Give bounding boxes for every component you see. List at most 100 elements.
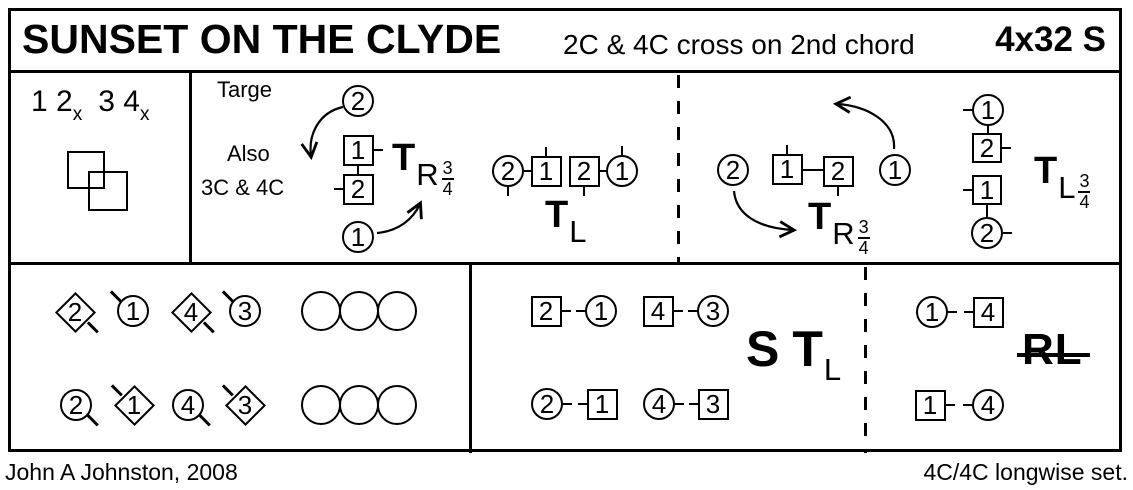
dancer-square-2: 2 [972,133,1011,163]
dancer-circle-1: 1 [606,146,638,187]
fraction-denominator: 4 [1078,190,1091,212]
cell-divider-dashed-bottom [864,267,867,453]
connector-line [524,169,531,173]
dancer-number: 1 [922,390,938,420]
dance-title: SUNSET ON THE CLYDE [22,16,502,62]
dancer-number: 2 [725,155,741,185]
couples-group-2: 3 4 [98,85,140,118]
dancer-diamond-1: 1 [110,383,155,426]
dancer-circle-2: 2 [717,154,749,186]
bars-and-tempo: 4x32 S [995,20,1106,59]
dancer-square-2: 2 [333,173,374,205]
facing-tick-l [688,402,700,406]
notation-main-T: T [545,194,569,236]
facing-tick-l [963,108,974,112]
dancer-number: 2 [539,389,555,419]
facing-tick-l [688,309,699,313]
dancer-number: 1 [924,297,940,327]
dancer-circle-2: 2 [531,388,572,420]
dancer-square-1: 1 [577,388,618,420]
dancer-number: 1 [593,296,609,326]
dancer-circle-2: 2 [492,155,524,196]
dancer-diamond-3: 3 [221,383,266,426]
dancer-number: 3 [705,389,721,419]
dancer-number: 1 [979,175,995,205]
notation-sub-R: R [832,216,855,251]
dancer-diamond-2: 2 [54,291,99,334]
connector-line [600,169,606,173]
connector-line [803,168,823,172]
notation-main-T: T [1034,150,1058,192]
dancer-number: 1 [779,154,795,184]
dancer-number: 4 [980,297,996,327]
dancer-circle-1: 1 [110,290,149,327]
dancer-number: 1 [350,135,366,165]
facing-tick-r [673,402,684,406]
cell-divider-dashed-top [677,75,680,262]
fraction-numerator: 3 [858,217,869,237]
connector-line [985,205,989,217]
dancer-number: 2 [576,156,592,186]
plain-circle [301,291,341,331]
cell-divider-solid-top [189,70,192,265]
dancer-number: 4 [651,389,667,419]
facing-tick-l [963,188,974,192]
dancer-square-4: 4 [963,296,1004,328]
dancer-number: 3 [237,390,253,420]
plain-square [88,171,128,211]
facing-tick-l [963,403,974,407]
dancer-number: 2 [979,133,995,163]
notation-sub-L: L [569,214,587,249]
fraction-denominator: 4 [441,177,454,199]
also-label: Also [227,141,270,166]
row-divider [8,262,1122,265]
facing-tick-r [943,403,955,407]
dancer-number: 3 [237,296,253,326]
dancer-circle-1: 1 [879,154,911,186]
dancer-number: 4 [650,296,666,326]
dancer-circle-2: 2 [971,217,1012,249]
cell-divider-solid-bottom [469,263,472,453]
dancer-circle-4: 4 [643,388,684,420]
dancer-circle-1: 1 [963,94,1004,126]
dancer-circle-4: 4 [963,389,1004,421]
facing-tick-l [333,187,345,191]
facing-tick-r [1001,231,1012,235]
dancer-circle-3: 3 [688,295,729,327]
dancer-square-2: 2 [822,155,854,196]
dancer-circle-1: 1 [916,296,957,328]
dancer-square-1: 1 [914,389,955,421]
facing-tick-r [561,402,572,406]
notation-sub-L: L [1058,170,1076,205]
dancer-number: 1 [126,390,142,420]
facing-tick-t [620,146,624,157]
diagram-border [8,8,1122,452]
plain-square [67,151,105,189]
notation-main-RL: RL [1022,325,1083,374]
dancer-number: 2 [538,296,554,326]
dancer-diamond-4: 4 [170,291,215,334]
couples-group-1: 1 2 [31,85,73,118]
facing-tick-r [946,310,957,314]
dancer-square-1: 1 [342,134,383,166]
notation-main-T: T [792,321,823,377]
facing-tick-b [506,185,510,196]
dancer-number: 1 [887,155,903,185]
notation-rights-and-lefts-crossed: RL [1017,325,1090,374]
figure-name-targe: Targe [217,77,273,102]
connector-line [986,126,990,133]
dancer-square-1: 1 [771,144,803,185]
connector-line [356,166,360,174]
dancer-square-1: 1 [963,175,1002,205]
dancer-circle-3: 3 [222,290,261,327]
dancer-circle-2: 2 [60,389,99,426]
